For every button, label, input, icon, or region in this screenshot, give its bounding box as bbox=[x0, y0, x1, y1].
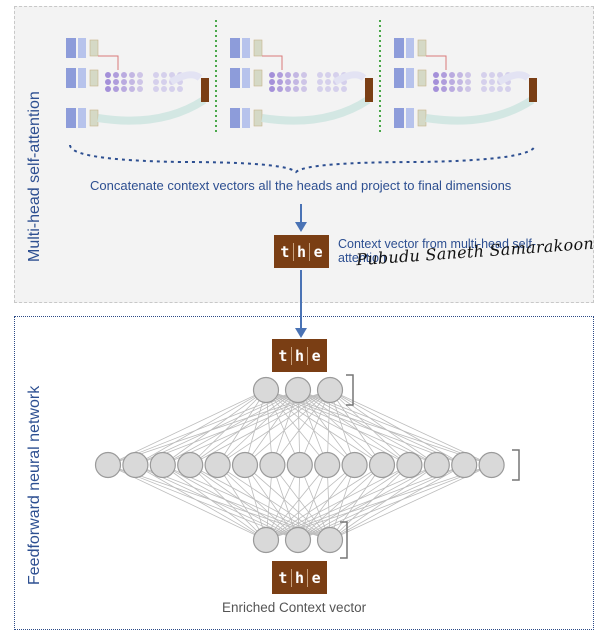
token-letter: e bbox=[307, 568, 324, 587]
connection-line bbox=[329, 464, 383, 541]
connection-line bbox=[265, 464, 383, 541]
connection-line bbox=[299, 389, 331, 466]
output-node bbox=[284, 526, 312, 554]
output-node bbox=[252, 526, 280, 554]
connection-line bbox=[329, 389, 383, 466]
connection-line bbox=[297, 464, 383, 541]
ffn-input-token: t h e bbox=[272, 339, 327, 372]
concat-brace bbox=[69, 144, 536, 174]
attention-head-thumbnail bbox=[66, 38, 209, 128]
network-nodes bbox=[94, 376, 505, 554]
connection-line bbox=[135, 464, 267, 541]
connection-line bbox=[297, 464, 437, 541]
hidden-node bbox=[451, 451, 478, 479]
token-letter: h bbox=[290, 346, 308, 365]
token-letter: t bbox=[278, 568, 288, 587]
connection-line bbox=[189, 464, 267, 541]
token-letter: e bbox=[309, 242, 326, 261]
connection-line bbox=[297, 464, 355, 541]
arrow-to-context-vector bbox=[295, 204, 307, 232]
hidden-node bbox=[396, 451, 423, 479]
input-node bbox=[316, 376, 344, 404]
hidden-node bbox=[231, 451, 259, 479]
connection-line bbox=[329, 464, 355, 541]
hidden-node bbox=[341, 451, 368, 479]
bottom-layer-bracket bbox=[340, 521, 348, 559]
connection-line bbox=[217, 464, 267, 541]
connection-line bbox=[329, 389, 355, 466]
connection-line bbox=[162, 464, 267, 541]
output-node bbox=[316, 526, 344, 554]
connection-line bbox=[162, 389, 299, 466]
connection-line bbox=[265, 389, 383, 466]
hidden-node bbox=[94, 451, 122, 479]
ffn-output-token: t h e bbox=[272, 561, 327, 594]
attention-head-thumbnail bbox=[394, 38, 537, 128]
hidden-layer-bracket bbox=[512, 449, 520, 481]
connection-line bbox=[217, 389, 331, 466]
connection-line bbox=[189, 389, 299, 466]
connection-line bbox=[329, 389, 410, 466]
hidden-node bbox=[368, 451, 396, 479]
connection-line bbox=[135, 389, 267, 466]
connection-line bbox=[265, 464, 328, 541]
connection-line bbox=[329, 464, 465, 541]
hidden-node bbox=[259, 451, 286, 479]
connection-line bbox=[107, 464, 331, 541]
hidden-node bbox=[423, 451, 450, 479]
context-vector-token: t h e bbox=[274, 235, 329, 268]
connection-line bbox=[297, 389, 437, 466]
top-layer-bracket bbox=[346, 374, 354, 406]
input-node bbox=[252, 376, 280, 404]
connection-line bbox=[190, 389, 331, 466]
connection-line bbox=[265, 389, 492, 466]
connection-line bbox=[189, 464, 299, 541]
connection-line bbox=[265, 389, 355, 466]
connection-line bbox=[244, 389, 299, 466]
connection-line bbox=[162, 464, 299, 541]
hidden-node bbox=[149, 451, 176, 479]
token-letter: t bbox=[280, 242, 290, 261]
context-vector-caption: Context vector from multi-head self-atte… bbox=[338, 237, 536, 265]
input-node bbox=[284, 376, 312, 404]
token-letter: t bbox=[278, 346, 288, 365]
connection-line bbox=[329, 389, 438, 466]
connection-line bbox=[329, 464, 410, 541]
hidden-node bbox=[286, 451, 313, 479]
concat-description: Concatenate context vectors all the head… bbox=[90, 178, 512, 193]
arrow-to-ffn bbox=[295, 270, 307, 338]
hidden-node bbox=[314, 451, 341, 479]
connection-line bbox=[265, 464, 492, 541]
connection-line bbox=[272, 389, 331, 466]
connection-line bbox=[189, 389, 267, 466]
connection-line bbox=[217, 389, 267, 466]
connection-line bbox=[217, 464, 331, 541]
hidden-node bbox=[177, 451, 204, 479]
hidden-node bbox=[478, 451, 505, 479]
connection-line bbox=[217, 389, 299, 466]
connection-line bbox=[107, 389, 331, 466]
connection-line bbox=[265, 464, 355, 541]
enriched-vector-caption: Enriched Context vector bbox=[222, 600, 367, 615]
token-letter: h bbox=[292, 242, 310, 261]
attention-head-thumbnail bbox=[230, 38, 373, 128]
connection-line bbox=[297, 389, 383, 466]
connection-line bbox=[297, 464, 410, 541]
connection-line bbox=[329, 464, 438, 541]
connection-line bbox=[190, 464, 331, 541]
attention-heads bbox=[66, 38, 537, 128]
connection-line bbox=[244, 389, 331, 466]
hidden-node bbox=[204, 451, 231, 479]
token-letter: h bbox=[290, 568, 308, 587]
token-letter: e bbox=[307, 346, 324, 365]
connection-line bbox=[297, 389, 410, 466]
connection-line bbox=[265, 464, 301, 541]
connection-line bbox=[162, 389, 267, 466]
hidden-node bbox=[122, 451, 149, 479]
connection-line bbox=[244, 464, 331, 541]
